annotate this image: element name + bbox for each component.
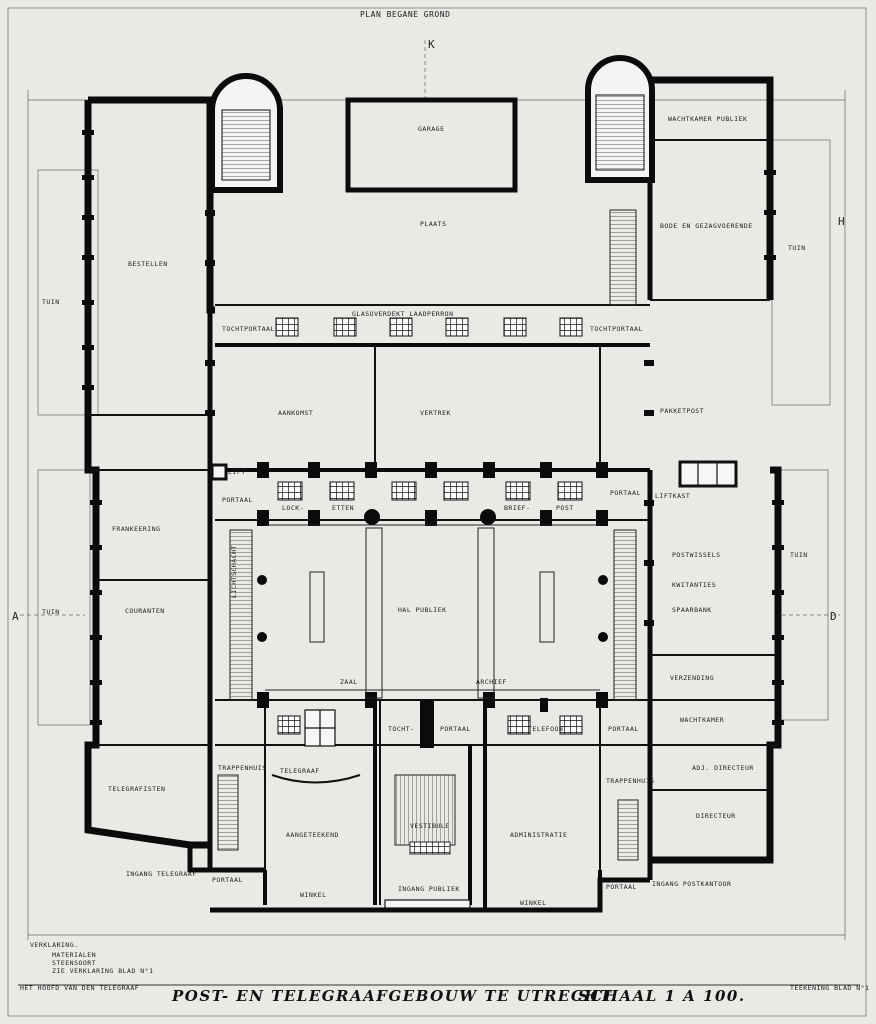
room-archief: ARCHIEF bbox=[476, 678, 507, 686]
room-portaal-left: PORTAAL bbox=[222, 496, 253, 504]
room-loket-4: POST bbox=[556, 504, 574, 512]
legend-line-2: STEENSOORT bbox=[52, 959, 96, 967]
room-tochtportaal-right: TOCHTPORTAAL bbox=[590, 325, 643, 333]
legend-line-1: MATERIALEN bbox=[52, 951, 96, 959]
label-tuin-right-lower: TUIN bbox=[790, 551, 808, 559]
label-portaal-bl: PORTAAL bbox=[212, 876, 243, 884]
room-plaats: PLAATS bbox=[420, 220, 446, 228]
room-wachtkamer-publiek: WACHTKAMER PUBLIEK bbox=[668, 115, 747, 123]
sheet-number: TEEKENING BLAD N°1 bbox=[790, 984, 869, 992]
room-aangeteekend: AANGETEEKEND bbox=[286, 831, 339, 839]
room-telegraaf: TELEGRAAF bbox=[280, 767, 320, 775]
room-bestellen: BESTELLEN bbox=[128, 260, 168, 268]
label-winkel-right: WINKEL bbox=[520, 899, 546, 907]
hall-columns bbox=[257, 462, 608, 748]
room-trappenhuis-right: TRAPPENHUIS bbox=[606, 777, 655, 785]
room-portaal-front: PORTAAL bbox=[440, 725, 471, 733]
cubicles bbox=[210, 460, 738, 909]
label-ingang-publiek: INGANG PUBLIEK bbox=[398, 885, 460, 893]
axis-label-right: D bbox=[830, 610, 837, 623]
room-postwissels: POSTWISSELS bbox=[672, 551, 721, 559]
room-tochtportaal-left: TOCHTPORTAAL bbox=[222, 325, 275, 333]
room-garage: GARAGE bbox=[418, 125, 444, 133]
loket-skylights bbox=[277, 481, 583, 735]
room-aankomst: AANKOMST bbox=[278, 409, 313, 417]
room-loket-1: LOCK- bbox=[282, 504, 304, 512]
axis-label-upper-right: H bbox=[838, 215, 845, 228]
room-kwitanties: KWITANTIES bbox=[672, 581, 716, 589]
drawing-heading: PLAN BEGANE GROND bbox=[360, 10, 450, 19]
label-ingang-telegraaf: INGANG TELEGRAAF bbox=[126, 870, 197, 878]
legend-line-3: ZIE VERKLARING BLAD N°1 bbox=[52, 967, 154, 975]
label-tuin-left-lower: TUIN bbox=[42, 608, 60, 616]
room-lift: LIFT bbox=[228, 468, 246, 476]
room-portaal-front-right: PORTAAL bbox=[608, 725, 639, 733]
room-pakketpost: PAKKETPOST bbox=[660, 407, 704, 415]
signature: HET HOOFD VAN DEN TELEGRAAF bbox=[20, 984, 139, 992]
room-administratie: ADMINISTRATIE bbox=[510, 831, 567, 839]
drawing-title: POST- EN TELEGRAAFGEBOUW TE UTRECHT. bbox=[171, 987, 617, 1005]
facade-piers bbox=[82, 130, 784, 725]
room-spaarbank: SPAARBANK bbox=[672, 606, 712, 614]
room-trappenhuis-left: TRAPPENHUIS bbox=[218, 764, 267, 772]
drawing-scale: SCHAAL 1 A 100. bbox=[578, 987, 746, 1005]
room-telefoon: TELEFOON bbox=[528, 725, 563, 733]
sheet-border bbox=[7, 7, 867, 1017]
room-directeur: DIRECTEUR bbox=[696, 812, 736, 820]
lower-wings bbox=[187, 745, 653, 880]
room-loket-2: ETTEN bbox=[332, 504, 354, 512]
room-frankeering: FRANKEERING bbox=[112, 525, 161, 533]
room-telegrafisten: TELEGRAFISTEN bbox=[108, 785, 165, 793]
label-winkel-left: WINKEL bbox=[300, 891, 326, 899]
staircases bbox=[217, 209, 639, 861]
label-portaal-br: PORTAAL bbox=[606, 883, 637, 891]
room-hal-publiek: HAL PUBLIEK bbox=[398, 606, 447, 614]
outer-walls bbox=[84, 76, 782, 913]
room-portaal-right: PORTAAL bbox=[610, 489, 641, 497]
room-zaal: ZAAL bbox=[340, 678, 358, 686]
room-verzending: VERZENDING bbox=[670, 674, 714, 682]
label-ingang-postkantoor: INGANG POSTKANTOOR bbox=[652, 880, 731, 888]
room-wachtkamer: WACHTKAMER bbox=[680, 716, 724, 724]
label-tuin-right-upper: TUIN bbox=[788, 244, 806, 252]
label-tuin-left-upper: TUIN bbox=[42, 298, 60, 306]
stair-towers bbox=[209, 55, 655, 193]
room-bode: BODE EN GEZAGVOERENDE bbox=[660, 222, 753, 230]
laadperron-skylights bbox=[275, 317, 583, 337]
room-adj-directeur: ADJ. DIRECTEUR bbox=[692, 764, 754, 772]
room-couranten: COURANTEN bbox=[125, 607, 165, 615]
room-loket-3: BRIEF- bbox=[504, 504, 530, 512]
hall-arcades bbox=[265, 524, 600, 699]
room-vestibule: VESTIBULE bbox=[410, 822, 450, 830]
room-liftkast: LIFTKAST bbox=[655, 492, 690, 500]
axis-label-left: A bbox=[12, 610, 19, 623]
room-laadperron: GLASOVERDEKT LAADPERRON bbox=[352, 310, 454, 318]
axis-label-top: K bbox=[428, 38, 435, 51]
legend-heading: VERKLARING. bbox=[30, 941, 79, 949]
room-vertrek: VERTREK bbox=[420, 409, 451, 417]
room-tocht-front: TOCHT- bbox=[388, 725, 414, 733]
room-lichtschacht: LICHTSCHACHT bbox=[230, 545, 238, 598]
room-labels: BESTELLEN GARAGE WACHTKAMER PUBLIEK BODE… bbox=[42, 115, 808, 907]
